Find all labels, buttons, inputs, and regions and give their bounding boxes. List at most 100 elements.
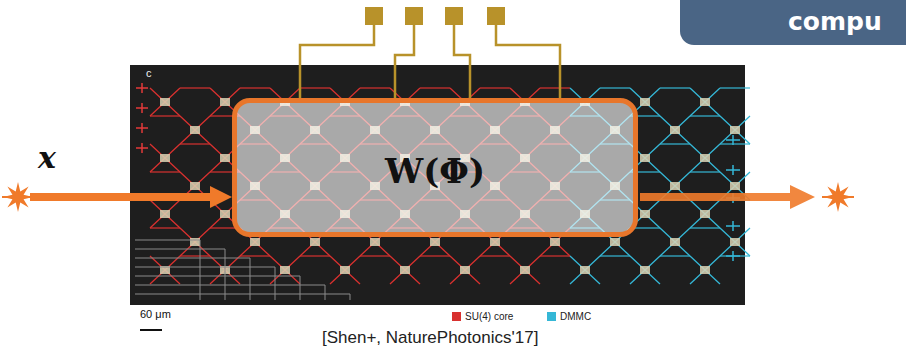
metal-trace xyxy=(135,249,225,300)
waveguide xyxy=(360,255,390,256)
phase-heater xyxy=(220,210,230,218)
phase-heater xyxy=(310,238,320,246)
phase-heater xyxy=(370,238,380,246)
output-arrow xyxy=(640,185,815,209)
waveguide xyxy=(240,255,270,256)
mzi-crossing xyxy=(510,256,540,284)
phase-heater xyxy=(640,266,650,274)
control-wire xyxy=(454,25,470,98)
waveguide xyxy=(660,255,690,256)
mzi-crossing xyxy=(690,88,720,116)
phase-heater xyxy=(250,238,260,246)
waveguide xyxy=(660,143,690,144)
mzi-crossing xyxy=(150,256,180,284)
section-tab: compu xyxy=(680,0,906,45)
mzi-crossing xyxy=(150,144,180,172)
phase-heater xyxy=(490,238,500,246)
waveguide xyxy=(720,143,750,144)
mzi-crossing xyxy=(690,256,720,284)
waveguide xyxy=(180,143,210,144)
waveguide xyxy=(600,87,630,88)
mzi-crossing xyxy=(690,200,720,228)
waveguide xyxy=(480,87,510,88)
waveguide xyxy=(720,87,750,88)
mzi-crossing xyxy=(720,116,750,144)
node-text: W(Φ) xyxy=(385,151,485,191)
scale-bar xyxy=(140,329,162,331)
legend-text: DMMC xyxy=(560,311,591,322)
panel-letter: c xyxy=(146,67,152,79)
input-port xyxy=(136,143,148,153)
control-pad xyxy=(445,7,463,25)
waveguide xyxy=(150,227,180,228)
phase-heater xyxy=(700,154,710,162)
mzi-crossing xyxy=(450,256,480,284)
control-pad xyxy=(405,7,423,25)
mzi-crossing xyxy=(180,228,210,256)
output-port xyxy=(726,221,740,231)
light-ray xyxy=(2,196,34,198)
phase-heater xyxy=(460,266,470,274)
phase-heater xyxy=(700,210,710,218)
phase-heater xyxy=(160,98,170,106)
control-pad xyxy=(487,7,505,25)
phase-heater xyxy=(730,126,740,134)
phase-heater xyxy=(340,266,350,274)
mzi-crossing xyxy=(150,200,180,228)
legend-swatch xyxy=(452,312,461,321)
phase-heater xyxy=(700,98,710,106)
waveguide xyxy=(300,87,330,88)
input-port xyxy=(136,83,148,93)
input-port xyxy=(136,103,148,113)
mzi-crossing xyxy=(720,228,750,256)
phase-heater xyxy=(280,266,290,274)
waveguide xyxy=(420,255,450,256)
output-port xyxy=(726,251,740,261)
waveguide xyxy=(690,115,720,116)
mzi-crossing xyxy=(150,88,180,116)
waveguide xyxy=(150,171,180,172)
waveguide xyxy=(180,87,210,88)
chip-photo xyxy=(130,65,745,305)
mzi-crossing xyxy=(390,256,420,284)
light-source xyxy=(3,182,33,212)
waveguide xyxy=(180,255,210,256)
phase-heater xyxy=(670,238,680,246)
phase-heater xyxy=(520,266,530,274)
input-arrow xyxy=(30,186,232,208)
input-symbol: x xyxy=(38,140,56,175)
metal-trace xyxy=(135,276,300,300)
control-wire xyxy=(496,25,560,98)
waveguide xyxy=(480,255,510,256)
phase-heater xyxy=(190,126,200,134)
output-port xyxy=(726,135,740,145)
phase-heater xyxy=(640,98,650,106)
control-wire xyxy=(395,25,414,98)
mzi-crossing xyxy=(630,256,660,284)
legend-swatch xyxy=(547,312,556,321)
phase-heater xyxy=(400,266,410,274)
waveguide xyxy=(690,227,720,228)
weight-matrix-box: W(Φ) xyxy=(232,98,638,237)
phase-heater xyxy=(670,126,680,134)
scale-label: 60 μm xyxy=(140,308,171,320)
phase-heater xyxy=(190,238,200,246)
mzi-crossing xyxy=(570,256,600,284)
phase-heater xyxy=(580,266,590,274)
waveguide xyxy=(690,171,720,172)
metal-trace xyxy=(135,267,275,300)
phase-heater xyxy=(730,182,740,190)
phase-heater xyxy=(640,210,650,218)
light-source xyxy=(823,182,853,212)
waveguide xyxy=(240,87,270,88)
legend-text: SU(4) core xyxy=(465,311,513,322)
phase-heater xyxy=(640,154,650,162)
phase-heater xyxy=(730,238,740,246)
legend-entry: DMMC xyxy=(547,311,591,322)
mzi-crossing xyxy=(180,116,210,144)
waveguide xyxy=(540,87,570,88)
phase-heater xyxy=(160,154,170,162)
input-port xyxy=(136,123,148,133)
phase-heater xyxy=(670,182,680,190)
waveguide xyxy=(420,87,450,88)
